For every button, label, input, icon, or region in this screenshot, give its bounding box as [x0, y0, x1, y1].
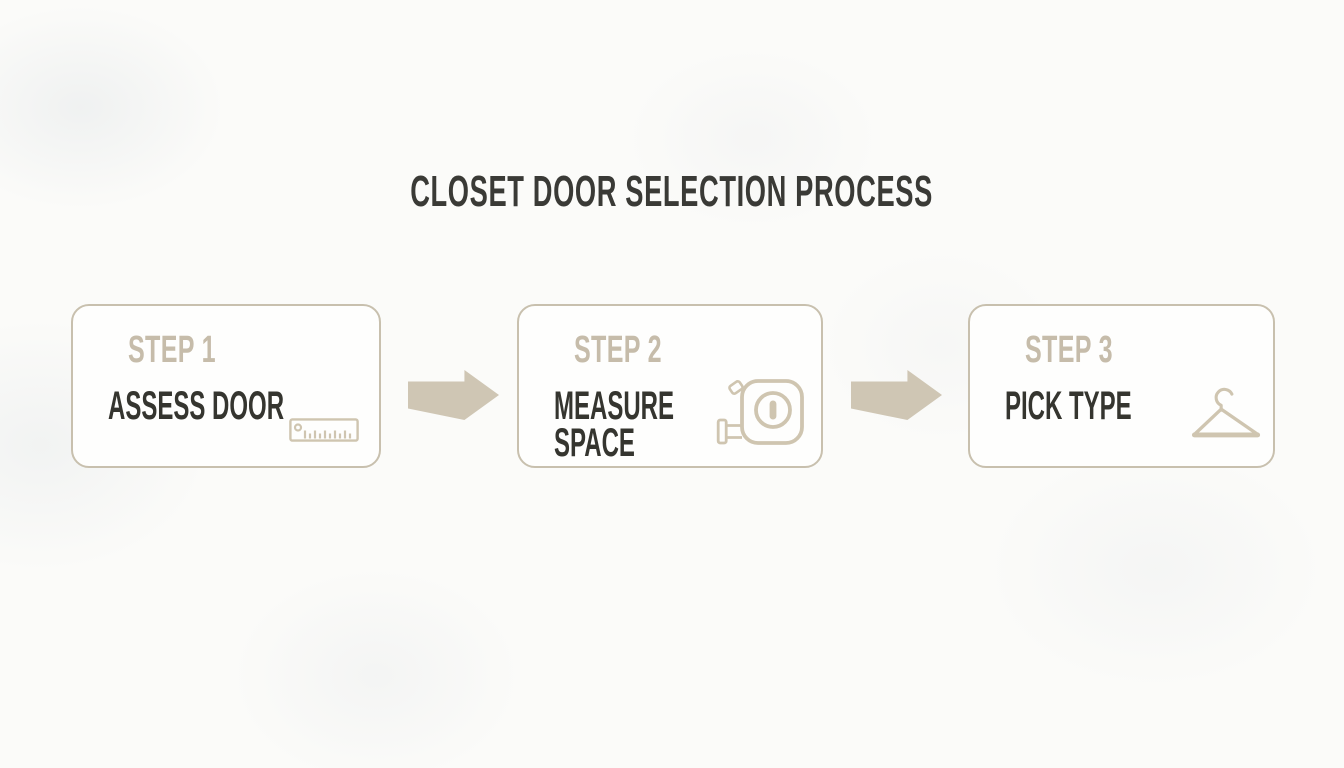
step-card-2: STEP 2 MEASURE SPACE	[517, 304, 823, 468]
step-1-title-line: ASSESS DOOR	[108, 384, 285, 428]
step-1-title: ASSESS DOOR	[108, 384, 401, 428]
arrow-right-icon	[851, 370, 942, 420]
step-3-title-line: PICK TYPE	[1005, 384, 1132, 428]
page-title: CLOSET DOOR SELECTION PROCESS	[0, 167, 1344, 217]
step-1-number-label: STEP 1	[128, 329, 216, 371]
page-title-text: CLOSET DOOR SELECTION PROCESS	[410, 167, 934, 216]
step-2-number-label: STEP 2	[574, 329, 662, 371]
step-2-title: MEASURE SPACE	[554, 384, 754, 465]
step-card-1: STEP 1 ASSESS DOOR	[71, 304, 381, 468]
step-3-title: PICK TYPE	[1005, 384, 1216, 428]
hanger-icon	[1191, 387, 1261, 438]
step-card-3: STEP 3 PICK TYPE	[968, 304, 1275, 468]
arrow-right-icon	[408, 370, 499, 420]
step-3-number-label: STEP 3	[1025, 329, 1113, 371]
step-2-title-line: MEASURE	[554, 384, 675, 428]
step-2-title-line: SPACE	[554, 421, 635, 465]
ruler-icon	[289, 418, 359, 442]
tape-measure-icon	[716, 379, 804, 445]
